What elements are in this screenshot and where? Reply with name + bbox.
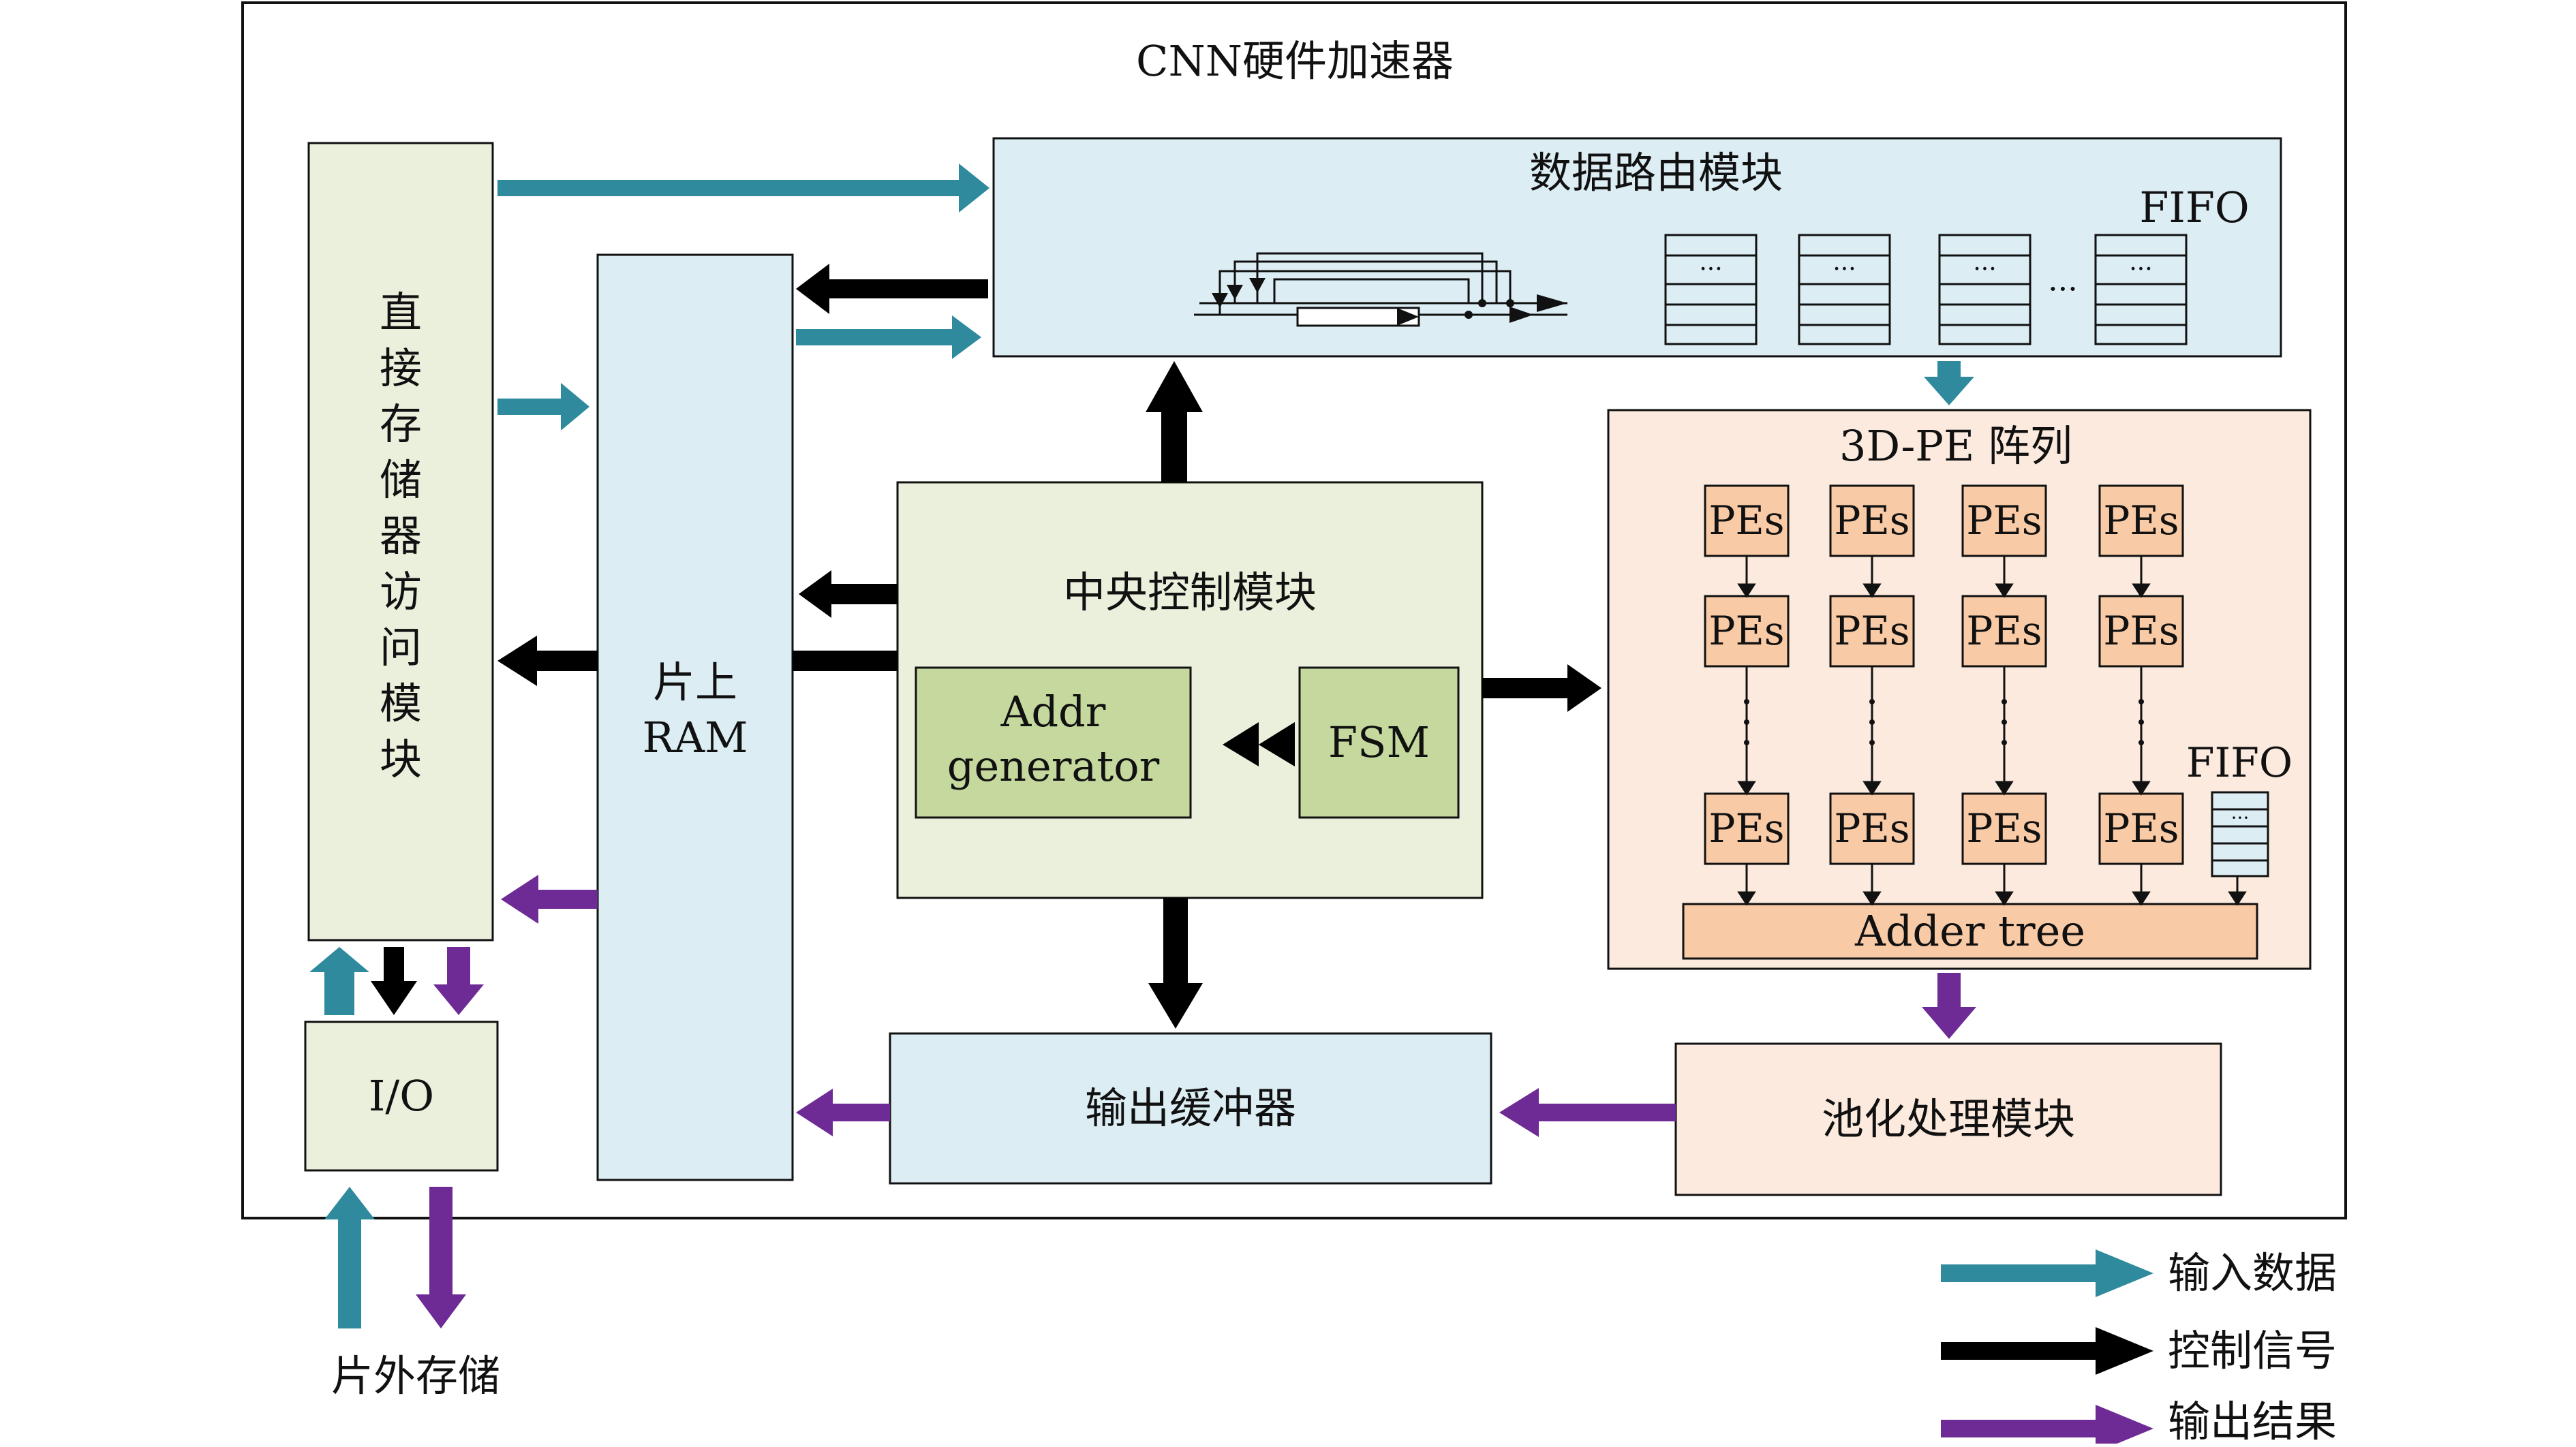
adder-tree-block [1682, 903, 2258, 960]
addr-generator-label-line2: generator [947, 741, 1160, 791]
data-routing-block [992, 137, 2282, 358]
routing-fifo-dots: ··· [1699, 255, 1723, 284]
pe-fifo-dots: ··· [2230, 806, 2250, 829]
output-buffer-label: 输出缓冲器 [1084, 1083, 1296, 1133]
output-result-arrows [416, 875, 1976, 1328]
legend-output-arrow [1941, 1405, 2153, 1444]
pe-cell-label: PEs [2103, 497, 2179, 544]
fsm-block [1298, 666, 1460, 819]
control-signal-arrows [371, 264, 1601, 1029]
routing-fifo-dots: ··· [2129, 255, 2153, 284]
input-data-arrows [309, 164, 1974, 1328]
pe-cell-label: PEs [1966, 607, 2042, 654]
pe-cell-label: PEs [1708, 497, 1785, 544]
pe-cell-label: PEs [2103, 607, 2179, 654]
dma-label-char: 模 [379, 679, 422, 728]
legend-input-arrow [1941, 1249, 2153, 1297]
pe-array-title: 3D-PE 阵列 [1839, 420, 2072, 471]
dma-label-char: 接 [379, 343, 422, 393]
routing-fifo-stacks [1664, 234, 2188, 345]
dma-label-char: 访 [379, 567, 422, 617]
dma-label-char: 问 [379, 623, 422, 672]
legend-arrows [1941, 1249, 2153, 1444]
addr-generator-label-line1: Addr [1000, 686, 1106, 736]
external-storage-label: 片外存储 [331, 1350, 500, 1401]
pe-fifo-stack [2211, 791, 2269, 877]
legend-control-label: 控制信号 [2167, 1325, 2337, 1375]
central-control-title: 中央控制模块 [1062, 567, 1317, 617]
routing-interconnect-arrows [1212, 278, 1567, 326]
dma-label-char: 存 [379, 399, 422, 449]
pe-cell-label: PEs [1708, 805, 1785, 852]
dma-label-char: 直 [379, 287, 422, 337]
legend-output-label: 输出结果 [2167, 1396, 2337, 1446]
fsm-label: FSM [1328, 717, 1430, 767]
routing-fifo-dots: ··· [1973, 255, 1997, 284]
pe-cell-label: PEs [1966, 805, 2042, 852]
routing-fifo-label: FIFO [2139, 182, 2250, 232]
dma-label-char: 器 [379, 511, 422, 561]
pooling-block [1674, 1042, 2222, 1196]
routing-fifo-gap-dots: ··· [2048, 270, 2078, 308]
pe-cell-label: PEs [1834, 607, 1910, 654]
legend-input-label: 输入数据 [2167, 1247, 2337, 1298]
addr-generator-block [915, 666, 1192, 819]
legend-control-arrow [1941, 1327, 2153, 1375]
pe-cell-label: PEs [2103, 805, 2179, 852]
pe-grid [1704, 484, 2184, 865]
pe-vertical-dots [1744, 699, 2144, 745]
dma-label: 直接存储器访问模块 [309, 292, 493, 794]
pe-cell-label: PEs [1834, 805, 1910, 852]
dma-label-char: 块 [379, 734, 422, 784]
routing-fifo-dots: ··· [1833, 255, 1856, 284]
pe-cell-label: PEs [1966, 497, 2042, 544]
pe-cell-label: PEs [1708, 607, 1785, 654]
diagram-title: CNN硬件加速器 [1136, 35, 1454, 86]
dma-label-char: 储 [379, 455, 422, 505]
data-routing-title: 数据路由模块 [1529, 147, 1783, 198]
dma-block [307, 142, 494, 942]
pe-cell-label: PEs [1834, 497, 1910, 544]
ram-label-line1: 片上 [652, 657, 737, 707]
pe-fifo-label: FIFO [2186, 738, 2293, 787]
ram-block [596, 253, 794, 1181]
adder-tree-label: Adder tree [1854, 905, 2086, 956]
io-block [304, 1021, 499, 1172]
output-buffer-block [889, 1032, 1492, 1185]
io-label: I/O [368, 1070, 435, 1121]
ram-label-line2: RAM [642, 712, 748, 762]
pooling-label: 池化处理模块 [1821, 1093, 2075, 1144]
